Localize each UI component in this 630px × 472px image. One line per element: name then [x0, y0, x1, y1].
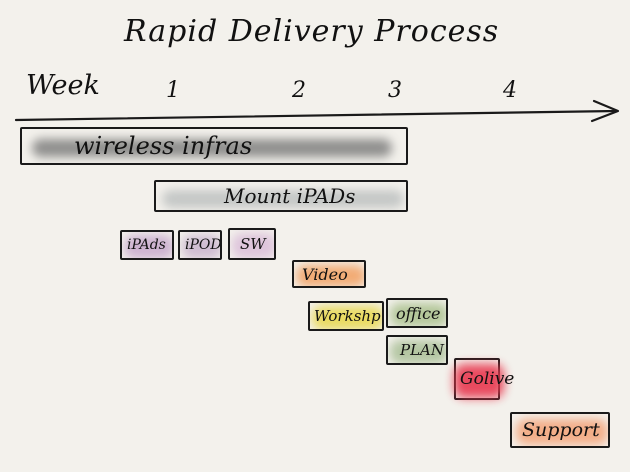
- task-label: Workshp: [314, 307, 381, 325]
- task-label: iPAds: [127, 237, 166, 253]
- week-label: Week: [26, 70, 100, 101]
- task-ipod: iPOD: [178, 230, 222, 260]
- task-sw: SW: [228, 228, 276, 260]
- task-label: PLAN: [400, 341, 445, 359]
- task-wireless-infras: wireless infras: [20, 127, 408, 165]
- task-label: office: [396, 303, 441, 323]
- task-ipads: iPAds: [120, 230, 174, 260]
- smudge: [232, 233, 274, 258]
- task-label: Video: [302, 264, 348, 284]
- smudge: [32, 139, 392, 157]
- task-label: Golive: [460, 369, 515, 389]
- diagram-title: Rapid Delivery Process: [124, 14, 500, 49]
- task-workshop: Workshp: [308, 301, 384, 331]
- smudge: [390, 340, 446, 363]
- smudge: [182, 235, 220, 258]
- smudge: [312, 306, 382, 329]
- smudge: [124, 235, 172, 258]
- task-support: Support: [510, 412, 610, 448]
- week-1-tick: 1: [166, 78, 180, 103]
- task-video: Video: [292, 260, 366, 288]
- smudge: [390, 303, 446, 326]
- task-mount-ipads: Mount iPADs: [154, 180, 408, 212]
- week-2-tick: 2: [292, 78, 306, 103]
- smudge: [516, 419, 608, 445]
- task-label: SW: [240, 235, 266, 253]
- smudge: [296, 265, 364, 286]
- task-label: wireless infras: [74, 132, 253, 160]
- task-plan: PLAN: [386, 335, 448, 365]
- smudge: [454, 364, 504, 398]
- task-label: Mount iPADs: [224, 184, 356, 208]
- task-label: iPOD: [185, 237, 222, 253]
- task-golive: Golive: [454, 358, 514, 400]
- task-label: Support: [522, 419, 600, 441]
- week-3-tick: 3: [388, 78, 402, 103]
- week-4-tick: 4: [503, 78, 517, 103]
- task-office: office: [386, 298, 448, 328]
- smudge: [162, 190, 404, 208]
